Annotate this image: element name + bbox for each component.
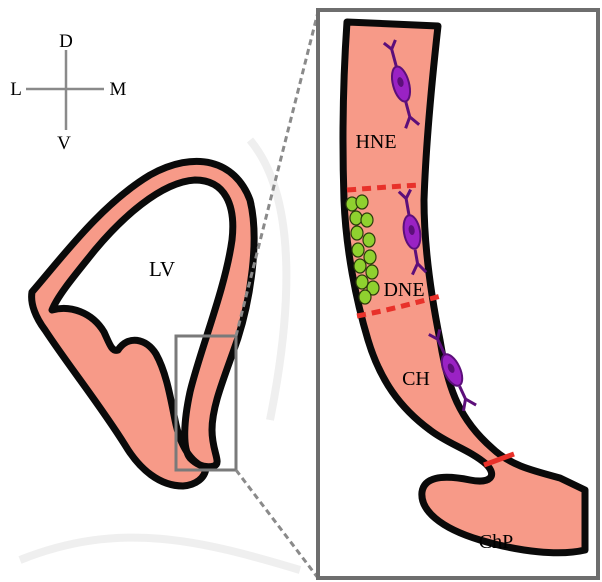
progenitor-cell — [356, 275, 368, 289]
region-label-ch: CH — [402, 368, 430, 390]
progenitor-cell — [350, 211, 362, 225]
region-label-dne: DNE — [383, 279, 424, 301]
compass-label-v: V — [57, 133, 71, 154]
ventricle-section: LV — [32, 161, 254, 486]
compass-label-m: M — [110, 79, 127, 100]
progenitor-cell — [359, 290, 371, 304]
progenitor-cell — [352, 243, 364, 257]
compass-label-d: D — [59, 31, 73, 52]
ventricle-label: LV — [149, 257, 175, 281]
progenitor-cell — [354, 259, 366, 273]
progenitor-cell — [363, 233, 375, 247]
progenitor-cell — [361, 213, 373, 227]
progenitor-cell — [364, 250, 376, 264]
progenitor-cell — [366, 265, 378, 279]
ventricle-wall — [32, 161, 254, 486]
region-label-hne: HNE — [355, 131, 396, 153]
connector-line-top — [236, 12, 318, 336]
orientation-compass: D V L M — [10, 31, 126, 154]
compass-label-l: L — [10, 79, 22, 100]
region-label-chp: ChP — [479, 531, 513, 553]
progenitor-cell — [356, 195, 368, 209]
progenitor-cell — [351, 226, 363, 240]
